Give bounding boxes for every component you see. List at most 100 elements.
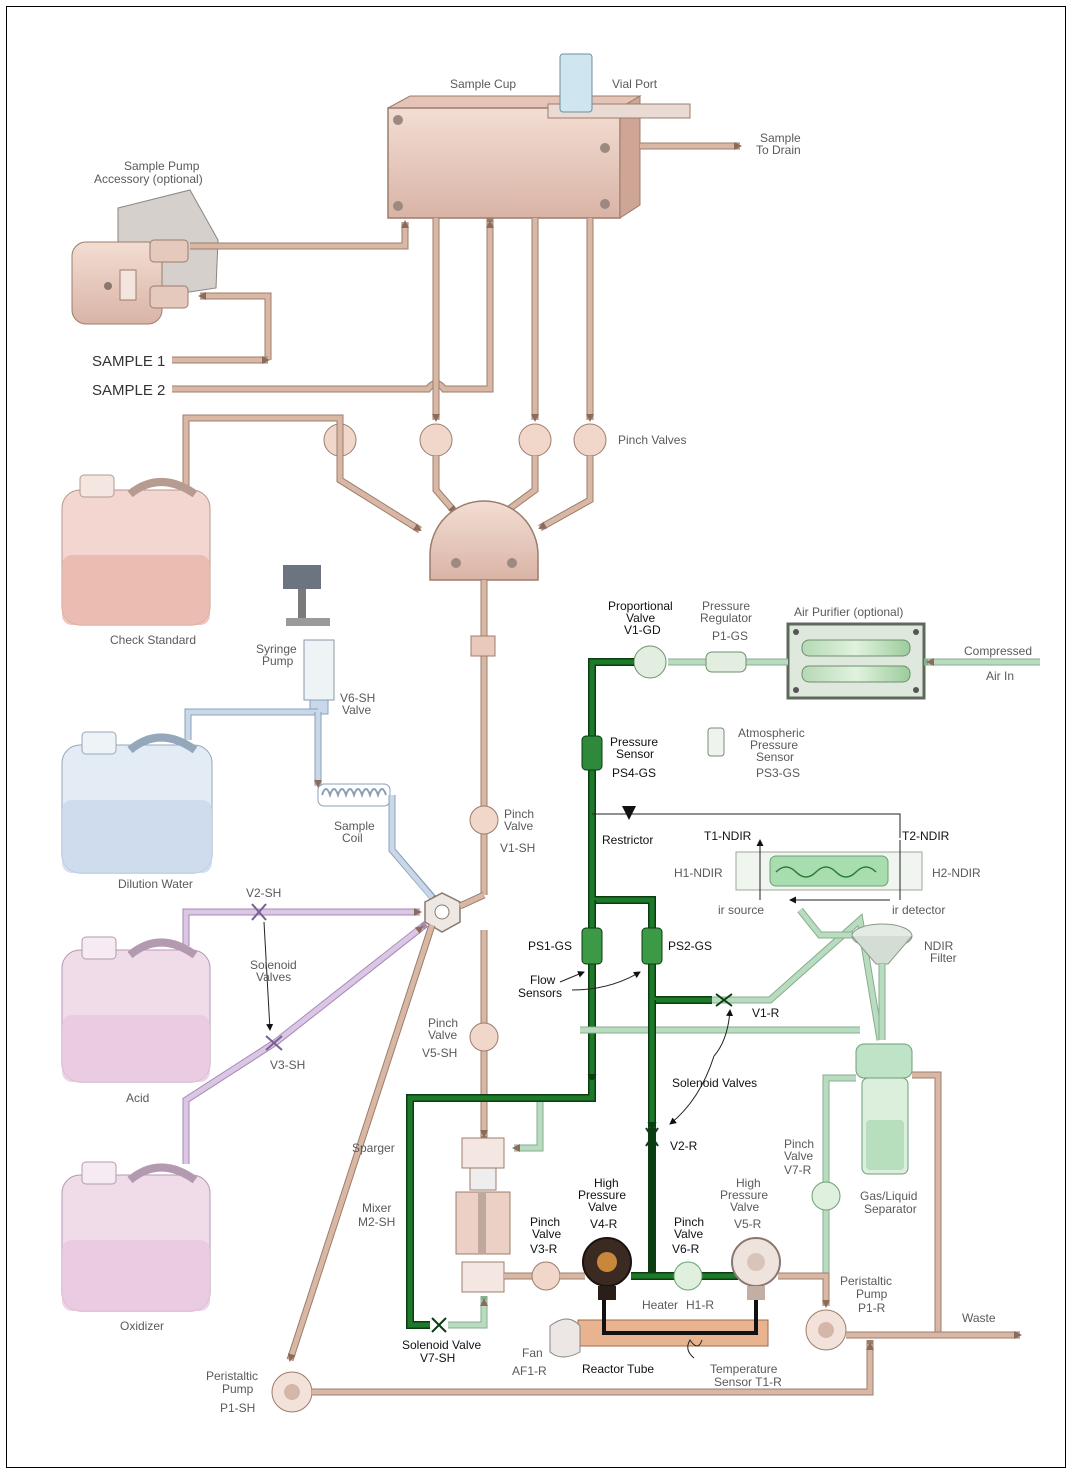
solenoid-valve-v2-r-icon	[645, 1127, 659, 1147]
label-sample-cup: Sample Cup	[450, 77, 516, 91]
label-sample-coil-1: Sample	[334, 819, 375, 833]
label-heater: Heater	[642, 1298, 678, 1312]
label-pressure-reg-3: P1-GS	[712, 629, 748, 643]
label-prop-valve-3: V1-GD	[624, 623, 661, 637]
label-pressure-reg-1: Pressure	[702, 599, 750, 613]
peristaltic-pump-p1-sh	[271, 1371, 313, 1413]
pinch-valve-v1-sh	[469, 805, 499, 835]
label-sample2: SAMPLE 2	[92, 382, 165, 399]
label-pinch-v7-r-2: Valve	[784, 1149, 813, 1163]
label-pinch-v5-sh-1: Pinch	[428, 1016, 458, 1030]
sample-coil	[317, 783, 391, 807]
label-gas-liquid-1: Gas/Liquid	[860, 1189, 917, 1203]
label-atm-3: Sensor	[756, 750, 794, 764]
label-p1-r-3: P1-R	[858, 1301, 886, 1315]
label-sample1: SAMPLE 1	[92, 353, 165, 370]
pinch-valve-v5-sh	[469, 1022, 499, 1052]
label-oxidizer: Oxidizer	[120, 1319, 164, 1333]
label-v4-r-1: High	[594, 1176, 619, 1190]
label-reactor-tube: Reactor Tube	[582, 1362, 654, 1376]
label-h1-ndir: H1-NDIR	[674, 866, 723, 880]
label-pinch-v1-sh-2: Valve	[504, 819, 533, 833]
label-v3-sh: V3-SH	[270, 1058, 305, 1072]
label-v5-r-4: V5-R	[734, 1217, 762, 1231]
label-flow-sensors-2: Sensors	[518, 986, 562, 1000]
pinch-valve-v3-r	[531, 1261, 561, 1291]
label-pinch-v5-sh-2: Valve	[428, 1028, 457, 1042]
proportional-valve	[633, 645, 667, 679]
pressure-regulator	[705, 651, 747, 673]
label-solenoid-right: Solenoid Valves	[672, 1076, 757, 1090]
gas-liquid-separator	[855, 1043, 913, 1175]
label-h2-ndir: H2-NDIR	[932, 866, 981, 880]
label-restrictor: Restrictor	[602, 833, 653, 847]
label-solenoid-left-2: Valves	[256, 970, 291, 984]
label-acid: Acid	[126, 1091, 149, 1105]
label-v6-r-3: V6-R	[672, 1242, 700, 1256]
label-compressed-2: Air In	[986, 669, 1014, 683]
label-gas-liquid-2: Separator	[864, 1202, 917, 1216]
label-waste: Waste	[962, 1311, 996, 1325]
label-prop-valve-2: Valve	[626, 611, 655, 625]
label-sample-to-drain-1: Sample	[760, 131, 801, 145]
label-ir-source: ir source	[718, 903, 764, 917]
label-t2-ndir: T2-NDIR	[902, 829, 950, 843]
label-v4-r-3: Valve	[588, 1200, 617, 1214]
label-pinch-v5-sh-3: V5-SH	[422, 1046, 457, 1060]
label-atm-4: PS3-GS	[756, 766, 800, 780]
label-v3-r-3: V3-R	[530, 1242, 558, 1256]
label-v5-r-3: Valve	[730, 1200, 759, 1214]
sparger-mixer	[455, 1137, 511, 1293]
label-ps4-2: Sensor	[616, 747, 654, 761]
label-ps4-3: PS4-GS	[612, 766, 656, 780]
label-ps2-gs: PS2-GS	[668, 939, 712, 953]
fan-af1-r	[549, 1318, 581, 1358]
label-solenoid-left-1: Solenoid	[250, 958, 297, 972]
label-v7-sh-2: V7-SH	[420, 1351, 455, 1365]
label-vial-port: Vial Port	[612, 77, 658, 91]
dilution-water-jug	[61, 731, 213, 874]
label-fan-2: AF1-R	[512, 1364, 547, 1378]
label-v2-sh: V2-SH	[246, 886, 281, 900]
label-sample-pump-1: Sample Pump	[124, 159, 200, 173]
label-mixer-2: M2-SH	[358, 1215, 395, 1229]
oxidizer-jug	[61, 1161, 211, 1312]
label-dilution-water: Dilution Water	[118, 877, 193, 891]
label-fan-1: Fan	[522, 1346, 543, 1360]
label-v5-r-2: Pressure	[720, 1188, 768, 1202]
label-v3-r-1: Pinch	[530, 1215, 560, 1229]
label-sparger: Sparger	[352, 1141, 395, 1155]
label-h1-r: H1-R	[686, 1298, 714, 1312]
label-ir-detector: ir detector	[892, 903, 945, 917]
solenoid-valve-v2-sh-icon	[251, 903, 267, 921]
label-atm-2: Pressure	[750, 738, 798, 752]
label-compressed-1: Compressed	[964, 644, 1032, 658]
pinch-valves-row	[323, 423, 607, 457]
label-pressure-reg-2: Regulator	[700, 611, 752, 625]
diagram-frame	[6, 6, 1066, 1468]
sample-manifold	[429, 500, 539, 581]
high-pressure-valve-v5-r	[731, 1237, 781, 1300]
label-check-standard: Check Standard	[110, 633, 196, 647]
label-ndir-filter-1: NDIR	[924, 939, 954, 953]
reactor-tube	[577, 1300, 769, 1347]
label-sample-coil-2: Coil	[342, 831, 363, 845]
solenoid-valve-v3-sh-icon	[265, 1035, 283, 1051]
flow-sensor-ps2-gs	[641, 927, 663, 965]
label-syringe-1: Syringe	[256, 642, 297, 656]
label-p1-r-1: Peristaltic	[840, 1274, 892, 1288]
label-flow-sensors-1: Flow	[530, 973, 556, 987]
label-p1-sh-1: Peristaltic	[206, 1369, 258, 1383]
label-ps4-1: Pressure	[610, 735, 658, 749]
label-temp-1: Temperature	[710, 1362, 778, 1376]
label-v6-r-1: Pinch	[674, 1215, 704, 1229]
label-v5-r-1: High	[736, 1176, 761, 1190]
label-mixer-1: Mixer	[362, 1201, 391, 1215]
label-p1-sh-3: P1-SH	[220, 1401, 255, 1415]
check-standard-jug	[61, 474, 211, 626]
label-v6-sh-2: Valve	[342, 703, 371, 717]
pinch-valve-v7-r	[811, 1181, 841, 1211]
label-v3-r-2: Valve	[532, 1227, 561, 1241]
label-p1-r-2: Pump	[856, 1287, 888, 1301]
